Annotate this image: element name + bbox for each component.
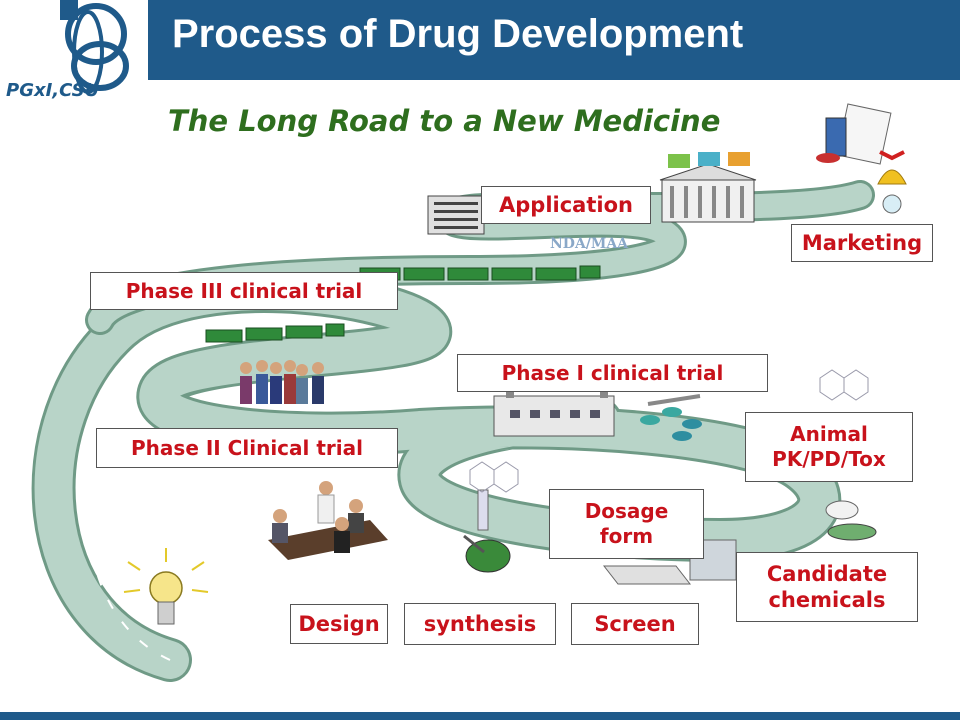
patients-group-icon	[240, 360, 324, 404]
stage-label-dosage: Dosage form	[549, 489, 704, 559]
pills-icon	[640, 394, 702, 441]
stage-label-synthesis: synthesis	[404, 603, 556, 645]
header-bar	[0, 0, 960, 80]
office-building-icon	[427, 195, 485, 235]
subtitle: The Long Road to a New Medicine	[168, 104, 721, 138]
stage-label-phase3: Phase III clinical trial	[90, 272, 398, 310]
stage-label-design: Design	[290, 604, 388, 644]
flask-icon	[463, 489, 511, 573]
stage-label-screen: Screen	[571, 603, 699, 645]
prescription-icon	[816, 103, 892, 165]
logo: PGxI,CSU	[0, 0, 148, 108]
factory-icon	[493, 380, 615, 437]
bell-icon	[877, 150, 907, 214]
footer-bar	[0, 712, 960, 720]
stage-label-animal: Animal PK/PD/Tox	[745, 412, 913, 482]
lightbulb-icon	[123, 548, 209, 625]
meeting-people-icon	[268, 481, 388, 560]
stage-label-candidate: Candidate chemicals	[736, 552, 918, 622]
logo-text: PGxI,CSU	[6, 80, 100, 101]
nda-maa-tag: NDA/MAA	[550, 236, 629, 252]
logo-mark-icon	[60, 0, 129, 94]
lab-mouse-icon	[825, 500, 877, 541]
molecule-icon	[469, 369, 869, 493]
stage-label-phase1: Phase I clinical trial	[457, 354, 768, 392]
stage-label-marketing: Marketing	[791, 224, 933, 262]
page-title: Process of Drug Development	[172, 12, 744, 56]
stage-label-phase2: Phase II Clinical trial	[96, 428, 398, 468]
stage-label-application: Application	[481, 186, 651, 224]
government-building-icon	[659, 152, 757, 223]
